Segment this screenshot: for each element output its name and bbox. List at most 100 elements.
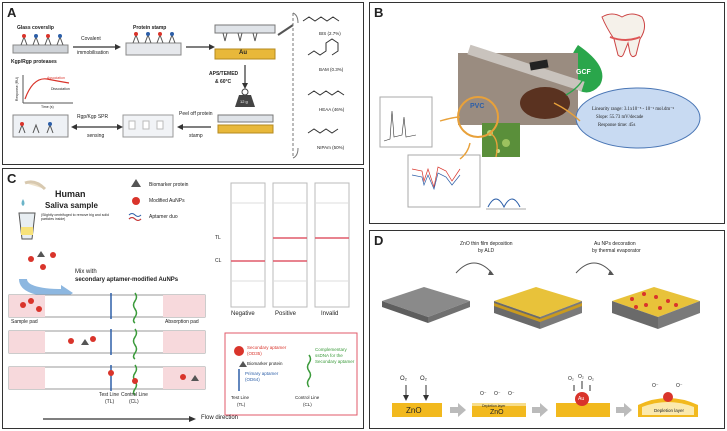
protein-stamp: [125, 42, 182, 56]
panel-b: B GCF PVC Linearity range: 3.1x10⁻⁵ - 10…: [369, 2, 725, 224]
response-time-text: Response time: 45s: [598, 123, 636, 128]
slope-text: Slope: 55.73 mV/decade: [596, 115, 644, 120]
covalent-label: Covalent: [81, 36, 101, 42]
lateral-flow-strip-2: [8, 328, 206, 360]
panel-d-figure: [382, 262, 700, 417]
test-line-label: Test Line: [99, 392, 120, 398]
zno-label-2: ZnO: [490, 409, 504, 416]
au-np-label: Au: [578, 396, 585, 402]
centrifuge-note: (Slightly centrifuged to remove big and …: [41, 213, 109, 221]
box-od35: (OD35): [247, 351, 262, 356]
box-biomarker: Biomarker protein: [247, 361, 283, 366]
legend-aptamer: Aptamer duo: [149, 214, 178, 220]
flow-direction-label: Flow direction: [201, 415, 239, 421]
panel-a-label: A: [7, 5, 17, 20]
control-line-abbr: (CL): [129, 399, 139, 405]
dissociation-label: Dissociation: [51, 87, 70, 91]
au-substrate: [214, 48, 276, 60]
strip-invalid-label: Invalid: [321, 311, 339, 317]
mix-with-label: Mix with: [75, 269, 97, 275]
aunp-legend-icon: [132, 197, 140, 205]
box-complementary: Complementary: [315, 347, 347, 352]
human-label: Human: [55, 189, 86, 199]
zno-block-3: [556, 403, 610, 417]
protein-stamp-label: Protein stamp: [133, 25, 167, 31]
sensorgram-plot: [22, 75, 73, 104]
biomarker-legend-icon: [131, 179, 141, 187]
o-minus-2: O⁻: [494, 391, 501, 397]
o-minus-5: O⁻: [676, 383, 683, 389]
o2-label-4: O₂: [578, 374, 584, 380]
o-minus-1: O⁻: [480, 391, 487, 397]
spr-label-2: sensing: [87, 133, 105, 139]
sample-pad-label: Sample pad: [11, 319, 38, 325]
gcf-label: GCF: [576, 69, 591, 76]
box-tl: (TL): [237, 402, 246, 407]
zno-block-1: [392, 403, 442, 417]
aps-label: APS/TEMED: [209, 71, 239, 77]
o2-label-5: O₂: [588, 376, 594, 382]
substrate-au: [612, 287, 700, 317]
heaa-molecule: [307, 90, 345, 96]
o-minus-3: O⁻: [508, 391, 515, 397]
result-strip-negative: [230, 182, 266, 308]
zno-block-2: [472, 403, 526, 417]
o2-label-2: O₂: [420, 376, 427, 382]
au-step-label-2: by thermal evaporator: [592, 248, 641, 254]
o-minus-4: O⁻: [652, 383, 659, 389]
au-nanoparticle: [575, 392, 589, 406]
control-line-label: Control Line: [121, 392, 148, 398]
box-secondary-aptamer-2: Secondary aptamer: [315, 359, 355, 364]
spectrum-left: [379, 96, 433, 148]
panel-a-figure: [12, 12, 345, 159]
panel-a: A: [2, 2, 364, 165]
weight-label: 12 g: [240, 99, 248, 104]
ftir-spectrum: [407, 154, 481, 208]
temperature-label: & 60°C: [215, 79, 232, 85]
glass-coverslip: [12, 44, 69, 54]
box-ssdna: ssDNA for the: [315, 353, 343, 358]
time-axis-label: Time (s): [41, 105, 54, 109]
cl-label: CL: [215, 258, 222, 264]
monomer-nipam: NIPAm (50%): [317, 145, 345, 150]
depletion-label-2: Depletion layer: [654, 408, 685, 413]
proteases-icon: [20, 34, 64, 46]
box-test-line: Test Line: [231, 395, 250, 400]
box-control-line: Control Line: [295, 395, 320, 400]
linearity-text: Linearity range: 3.1x10⁻⁵ - 10⁻¹ mol.dm⁻…: [592, 107, 675, 112]
legend-box: [224, 332, 358, 416]
box-primary-aptamer: Primary aptamer: [245, 371, 279, 376]
glass-coverslip-label: Glass coverslip: [17, 25, 54, 31]
o2-label-1: O₂: [400, 376, 407, 382]
peel-label: Peel off protein: [179, 111, 213, 117]
ald-step-label-2: by ALD: [478, 248, 495, 254]
panel-c-figure: [8, 179, 358, 422]
sem-image: [482, 123, 520, 157]
substrate-zno: [494, 287, 582, 317]
ald-step-label-1: ZnO thin film deposition: [460, 241, 513, 247]
panel-b-figure: [379, 13, 701, 210]
panel-c: C: [2, 168, 364, 429]
strip-positive-label: Positive: [275, 311, 297, 317]
zno-label-1: ZnO: [406, 406, 422, 415]
saliva-label: Saliva sample: [45, 201, 98, 210]
saliva-drop-icon: [21, 199, 25, 206]
substrate-bare: [382, 287, 470, 317]
legend-aunps: Modified AuNPs: [149, 198, 185, 204]
bis-molecule: [302, 16, 340, 22]
result-strip-positive: [272, 182, 308, 308]
response-axis-label: Response (RU): [15, 76, 20, 102]
legend-biomarker: Biomarker protein: [149, 182, 189, 188]
panel-d: D: [369, 230, 725, 429]
monomer-bam: BAM (0.3%): [319, 67, 344, 72]
lateral-flow-strip-1: [8, 292, 206, 324]
absorption-pad-label: Absorption pad: [165, 319, 199, 325]
panel-b-label: B: [374, 5, 384, 20]
spr-sensor: [12, 114, 69, 138]
lateral-flow-strip-3: [8, 364, 206, 396]
box-secondary-aptamer: Secondary aptamer: [247, 345, 287, 350]
o2-label-3: O₂: [568, 376, 574, 382]
au-step-label-1: Au NPs decoration: [594, 241, 636, 247]
pvc-label: PVC: [470, 103, 485, 110]
au-label: Au: [239, 50, 247, 56]
